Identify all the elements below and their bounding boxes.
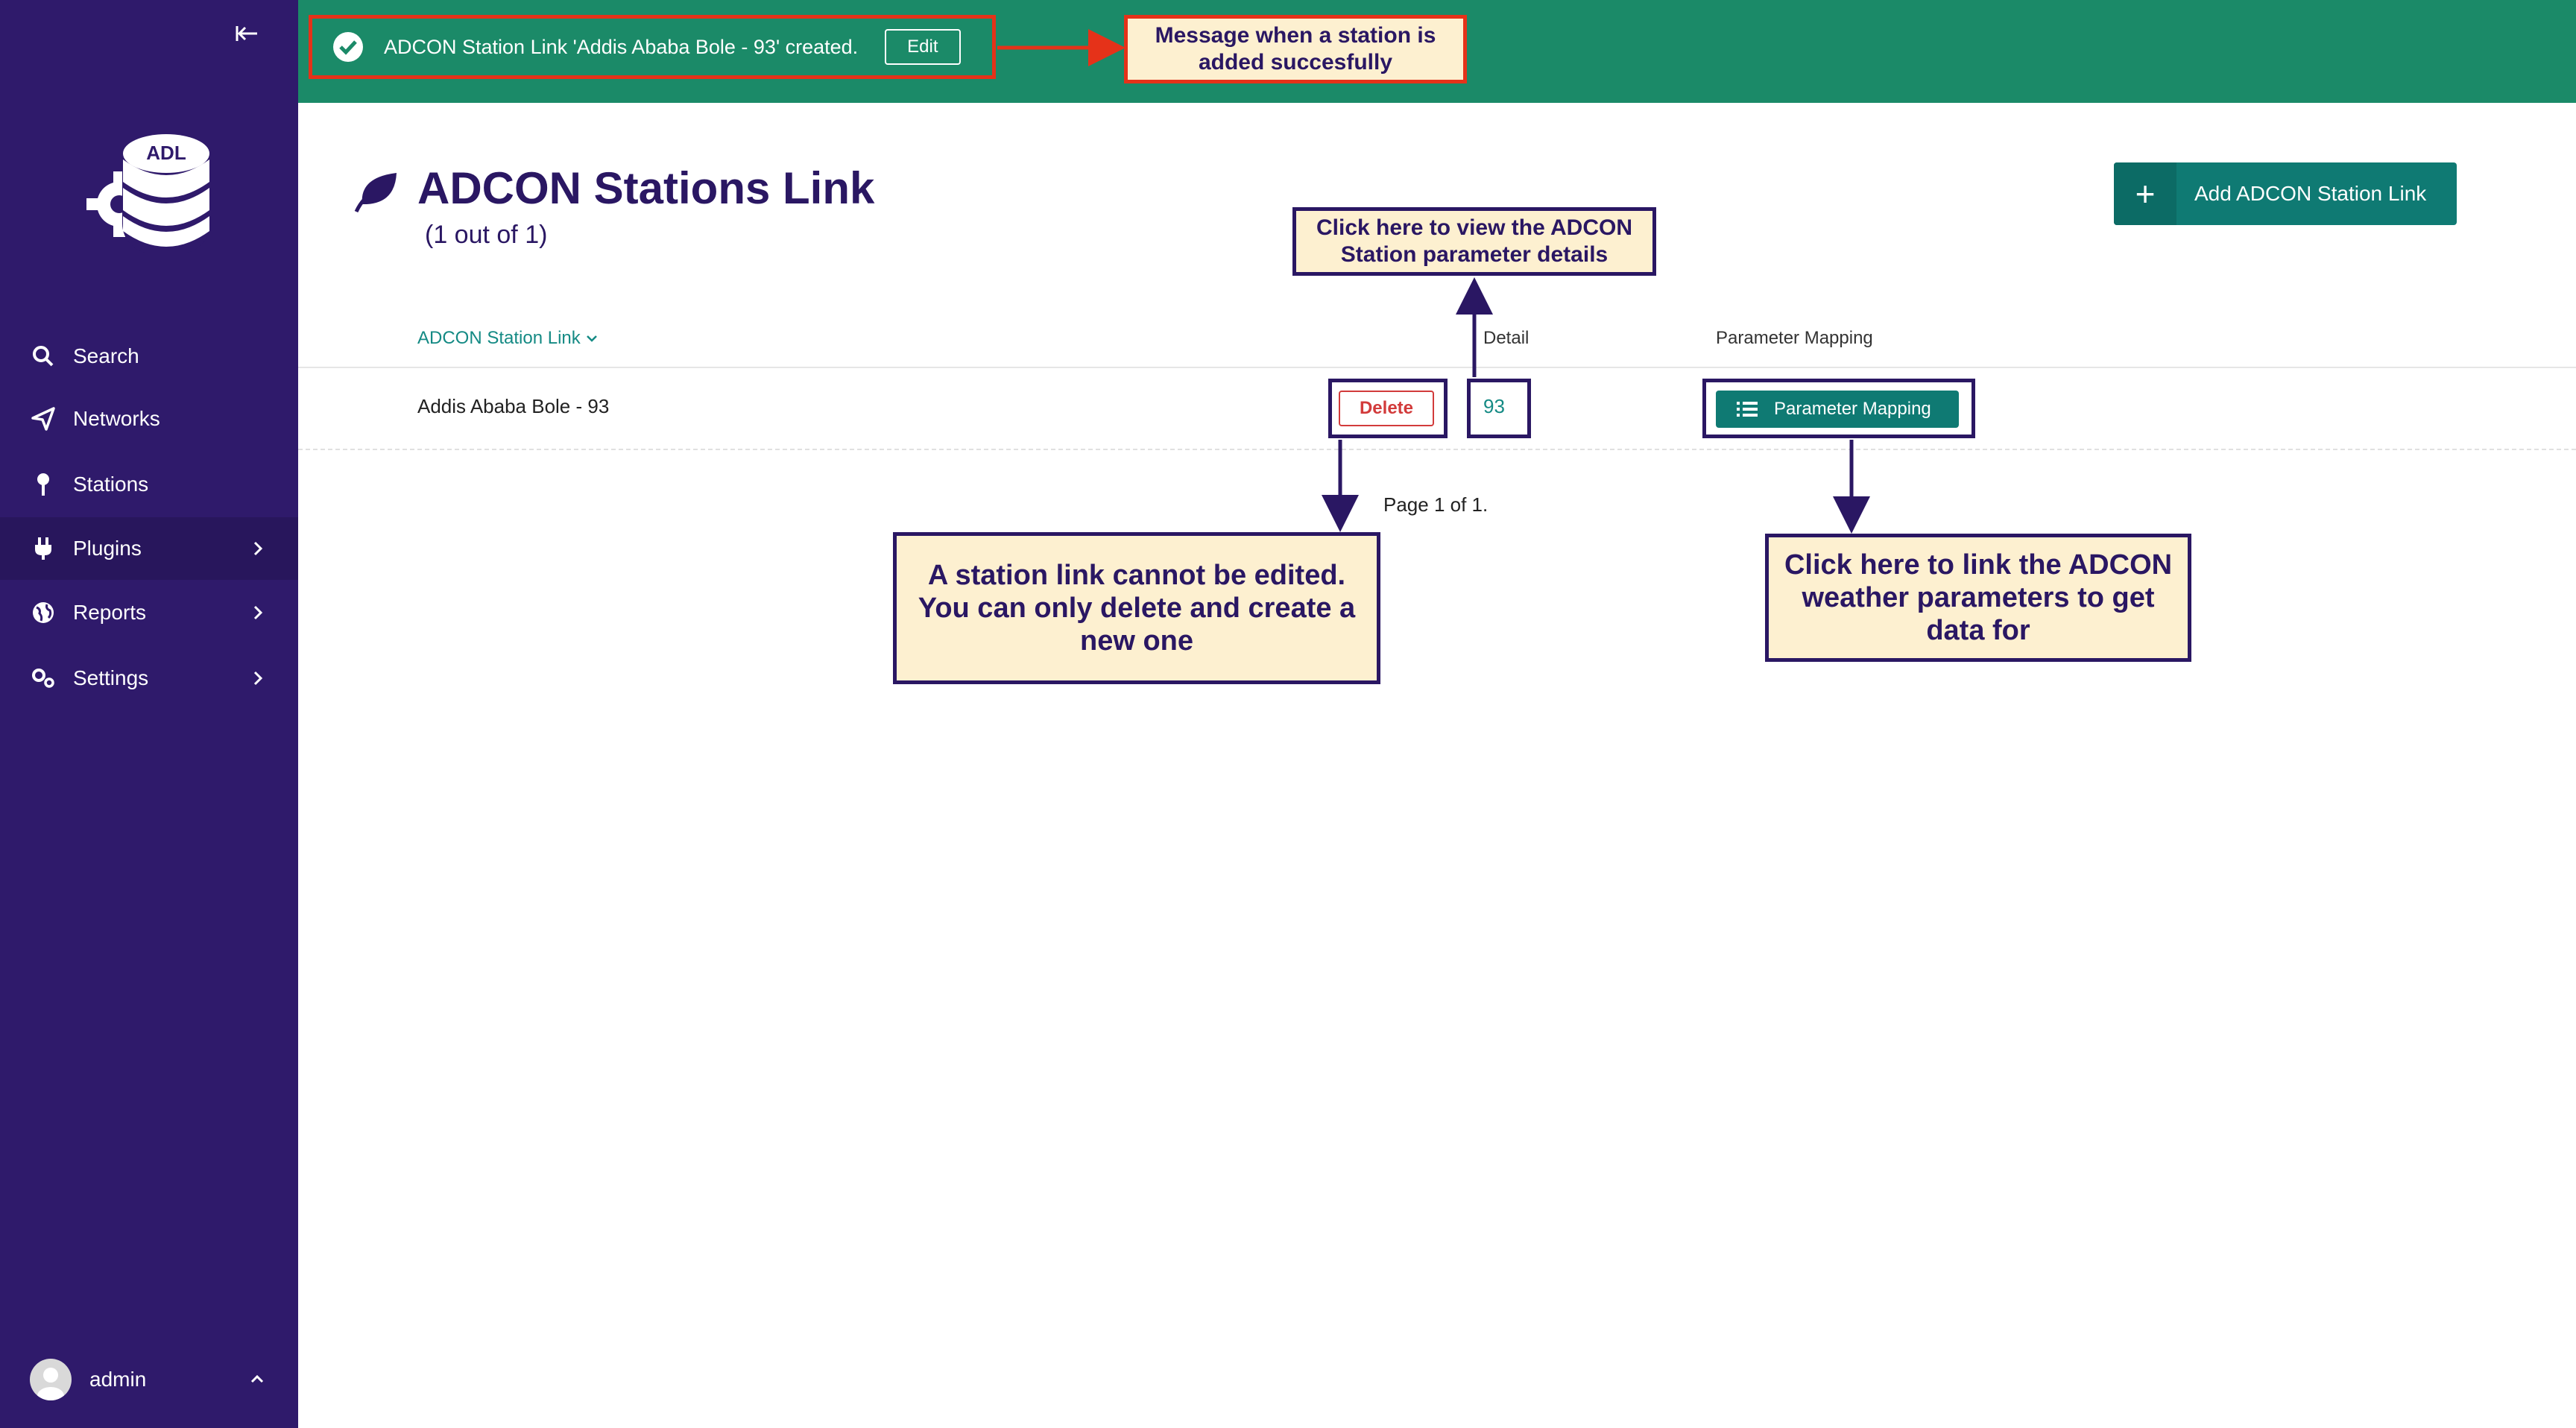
column-header-parameter-mapping: Parameter Mapping (1716, 328, 1873, 348)
table-row-divider (298, 449, 2576, 450)
parameter-mapping-highlight (1702, 379, 1975, 438)
table-header-divider (298, 367, 2576, 368)
user-name: admin (89, 1368, 147, 1391)
delete-button[interactable]: Delete (1339, 391, 1434, 426)
annotation-cannot-edit: A station link cannot be edited. You can… (893, 532, 1380, 684)
column-header-detail: Detail (1483, 328, 1530, 348)
annotation-view-detail: Click here to view the ADCON Station par… (1292, 207, 1656, 276)
annotation-view-detail-text: Click here to view the ADCON Station par… (1316, 215, 1632, 267)
nav-reports[interactable]: Reports (0, 581, 298, 644)
nav-plugins-label: Plugins (73, 537, 142, 560)
chevron-right-icon (246, 666, 270, 690)
collapse-sidebar-icon[interactable] (233, 22, 262, 52)
annotation-success-text: Message when a station is added succesfu… (1155, 23, 1436, 75)
nav-networks-label: Networks (73, 407, 160, 430)
avatar (30, 1359, 72, 1400)
nav-plugins[interactable]: Plugins (0, 517, 298, 580)
add-station-link-label: Add ADCON Station Link (2194, 182, 2427, 205)
plug-icon (28, 534, 58, 563)
station-link-name: Addis Ababa Bole - 93 (417, 395, 610, 417)
annotation-link-params-text: Click here to link the ADCON weather par… (1784, 549, 2173, 646)
check-circle-icon (332, 31, 364, 63)
annotation-link-params: Click here to link the ADCON weather par… (1765, 534, 2191, 662)
column-header-station-link[interactable]: ADCON Station Link (417, 328, 599, 349)
chevron-down-icon (585, 328, 599, 348)
page-subtitle: (1 out of 1) (425, 221, 548, 249)
nav-reports-label: Reports (73, 601, 147, 624)
nav-stations-label: Stations (73, 473, 149, 496)
parameter-mapping-label: Parameter Mapping (1774, 399, 1931, 419)
nav-settings[interactable]: Settings (0, 647, 298, 710)
chevron-up-icon (246, 1368, 268, 1396)
search-icon (28, 341, 58, 371)
gears-icon (28, 663, 58, 693)
plus-icon: + (2114, 162, 2176, 225)
nav-stations[interactable]: Stations (0, 453, 298, 516)
column-header-station-link-label: ADCON Station Link (417, 328, 581, 348)
pin-icon (28, 470, 58, 499)
chevron-right-icon (246, 537, 270, 560)
delete-highlight (1328, 379, 1448, 438)
user-menu[interactable]: admin (0, 1346, 298, 1413)
nav-networks[interactable]: Networks (0, 388, 298, 450)
logo-text: ADL (146, 142, 186, 164)
nav-settings-label: Settings (73, 666, 149, 689)
toast-message: ADCON Station Link 'Addis Ababa Bole - 9… (384, 35, 859, 58)
annotation-success-message: Message when a station is added succesfu… (1124, 15, 1467, 83)
success-toast: ADCON Station Link 'Addis Ababa Bole - 9… (309, 15, 996, 79)
nav-search[interactable]: Search (0, 325, 298, 388)
page-title: ADCON Stations Link (417, 163, 875, 213)
detail-highlight (1467, 379, 1531, 438)
list-icon (1737, 402, 1758, 417)
parameter-mapping-button[interactable]: Parameter Mapping (1716, 391, 1959, 428)
globe-icon (28, 598, 58, 628)
nav-search-label: Search (73, 344, 139, 367)
leaf-icon (352, 170, 400, 215)
adl-logo: ADL (83, 127, 218, 261)
sidebar: ADL Search Networks Stations Plugins Rep… (0, 0, 298, 1428)
detail-link[interactable]: 93 (1483, 395, 1505, 417)
edit-button[interactable]: Edit (885, 29, 961, 65)
pagination-text: Page 1 of 1. (1383, 493, 1489, 516)
add-station-link-button[interactable]: + Add ADCON Station Link (2114, 162, 2457, 225)
network-icon (28, 404, 58, 434)
annotation-cannot-edit-text: A station link cannot be edited. You can… (918, 560, 1356, 657)
chevron-right-icon (246, 601, 270, 625)
